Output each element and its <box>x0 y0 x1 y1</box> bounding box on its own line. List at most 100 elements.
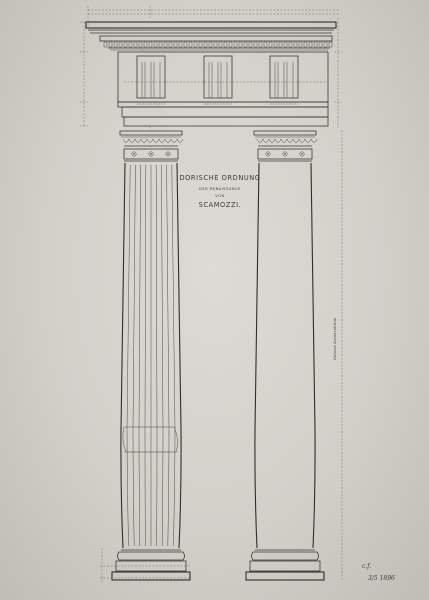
egg-ornament <box>274 138 282 143</box>
dentil <box>303 41 308 48</box>
abacus <box>119 130 183 136</box>
egg-ornament <box>152 138 160 143</box>
shaft-outline-left <box>120 162 126 549</box>
base-torus-lower <box>249 560 321 572</box>
dentil <box>148 41 153 48</box>
rosette <box>165 151 171 157</box>
title-line-4: SCAMOZZI. <box>199 201 242 209</box>
dentil <box>298 41 303 48</box>
shaft-outline-right <box>310 162 316 549</box>
flute <box>126 164 131 547</box>
dentil <box>168 41 173 48</box>
dentil <box>213 41 218 48</box>
dentil <box>258 41 263 48</box>
dentil <box>173 41 178 48</box>
dentil <box>318 41 323 48</box>
dentil <box>223 41 228 48</box>
rosette-center <box>301 153 303 155</box>
dentil <box>123 41 128 48</box>
flute <box>132 164 136 547</box>
flute <box>138 164 141 547</box>
rosette-center <box>150 153 152 155</box>
flute <box>166 164 170 547</box>
egg-ornament <box>298 138 306 143</box>
flute <box>144 164 147 547</box>
dentil <box>268 41 273 48</box>
dentil <box>188 41 193 48</box>
dentil <box>153 41 158 48</box>
fluted-column <box>100 130 191 582</box>
architrave-fascia <box>121 106 329 118</box>
capital-rosettes <box>131 151 171 157</box>
triglyph <box>269 55 299 99</box>
dentil <box>228 41 233 48</box>
dentil <box>308 41 313 48</box>
egg-ornament <box>292 138 300 143</box>
dentil <box>203 41 208 48</box>
flute <box>171 164 176 547</box>
rosette <box>265 151 271 157</box>
shaft-outline-left <box>254 162 260 549</box>
dentil <box>193 41 198 48</box>
signature-initials: c.f. <box>362 563 371 570</box>
dentil <box>108 41 113 48</box>
dentil <box>133 41 138 48</box>
title-line-2: DER RENAISSANCE <box>199 187 241 191</box>
dentil <box>243 41 248 48</box>
plinth <box>245 571 325 581</box>
hypotrachelium <box>123 148 179 160</box>
rosette <box>131 151 137 157</box>
dentil <box>323 41 328 48</box>
capital-rosettes <box>265 151 305 157</box>
dentil <box>248 41 253 48</box>
dentil <box>178 41 183 48</box>
dentil <box>198 41 203 48</box>
dentil <box>238 41 243 48</box>
entablature <box>80 6 342 128</box>
entasis-construction <box>122 426 178 453</box>
flute <box>161 164 164 547</box>
cornice-crown <box>85 21 337 29</box>
dentil <box>138 41 143 48</box>
echinus-ornament <box>256 138 318 143</box>
signature-date: 3/5 1896 <box>368 575 395 582</box>
dentil <box>113 41 118 48</box>
dentil <box>293 41 298 48</box>
shaft-outline-right <box>176 162 182 549</box>
egg-ornament <box>268 138 276 143</box>
signature: c.f. 3/5 1896 <box>362 563 395 582</box>
title-line-3: VON <box>215 194 224 198</box>
corona <box>99 35 333 42</box>
rosette-center <box>267 153 269 155</box>
dentil <box>128 41 133 48</box>
dentil <box>158 41 163 48</box>
dentil <box>143 41 148 48</box>
dentil <box>283 41 288 48</box>
dentil <box>233 41 238 48</box>
triglyph <box>136 55 166 99</box>
echinus-ornament <box>122 138 184 143</box>
dentil <box>273 41 278 48</box>
egg-ornament <box>286 138 294 143</box>
architrave-fascia <box>123 116 329 127</box>
dentil <box>208 41 213 48</box>
dentil <box>288 41 293 48</box>
egg-ornament <box>176 138 184 143</box>
dentil <box>253 41 258 48</box>
egg-ornament <box>134 138 142 143</box>
flute <box>155 164 158 547</box>
plain-column <box>245 130 325 581</box>
egg-ornament <box>128 138 136 143</box>
triglyph <box>203 55 233 99</box>
rosette <box>148 151 154 157</box>
rosette-center <box>133 153 135 155</box>
dentil <box>328 41 333 48</box>
egg-ornament <box>146 138 154 143</box>
dentil <box>313 41 318 48</box>
architrave-taenia <box>117 101 329 108</box>
dentil <box>118 41 123 48</box>
base-torus <box>117 551 185 561</box>
abacus <box>253 130 317 136</box>
